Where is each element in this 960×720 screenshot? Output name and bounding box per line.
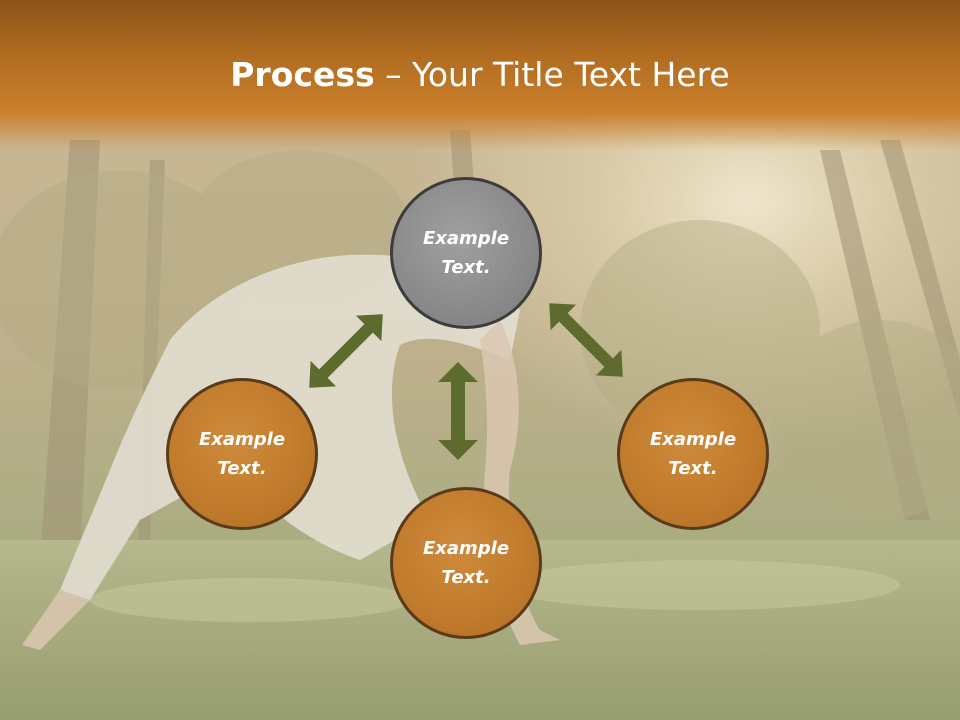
node-right[interactable]: Example Text. <box>617 378 769 530</box>
node-top-label: Example Text. <box>422 228 510 278</box>
node-left[interactable]: Example Text. <box>166 378 318 530</box>
title-rest: – Your Title Text Here <box>374 55 730 94</box>
slide-title: Process – Your Title Text Here <box>0 52 960 98</box>
title-bold: Process <box>230 55 375 94</box>
node-bottom-label: Example Text. <box>422 538 510 588</box>
node-bottom[interactable]: Example Text. <box>390 487 542 639</box>
arrow-top-right <box>549 303 623 377</box>
node-left-label: Example Text. <box>198 429 286 479</box>
node-top[interactable]: Example Text. <box>390 177 542 329</box>
node-right-label: Example Text. <box>649 429 737 479</box>
title-bar <box>0 0 960 150</box>
arrow-top-bottom <box>438 362 478 460</box>
arrow-left-top <box>309 314 383 388</box>
